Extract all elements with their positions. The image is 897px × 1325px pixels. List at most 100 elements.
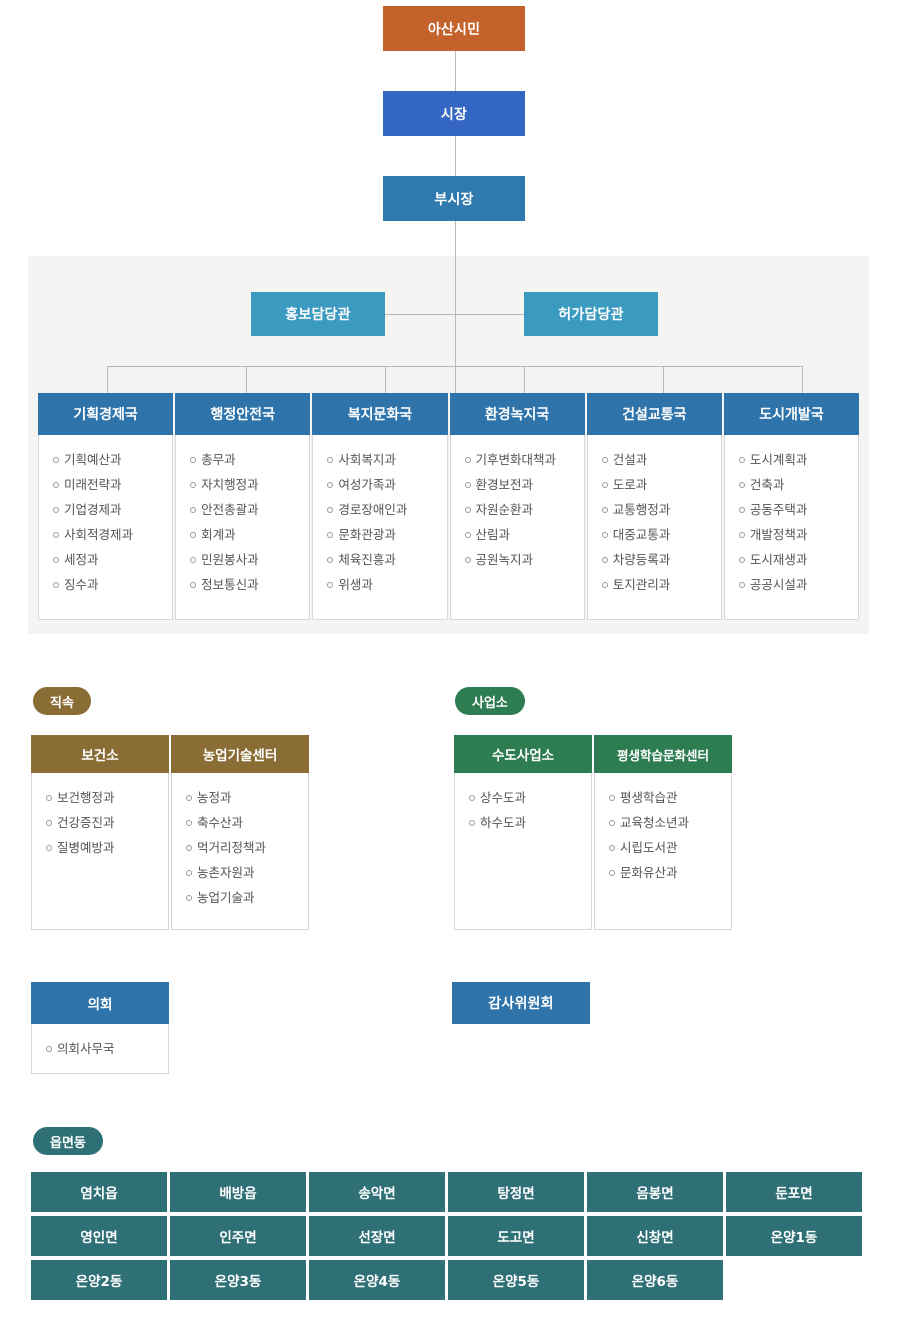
dept-item[interactable]: 경로장애인과 bbox=[327, 497, 446, 522]
dept-item[interactable]: 질병예방과 bbox=[46, 835, 168, 860]
council-body: 의회사무국 bbox=[31, 1024, 169, 1074]
dept-item[interactable]: 자원순환과 bbox=[464, 497, 584, 522]
dept-item[interactable]: 사회적경제과 bbox=[53, 522, 172, 547]
dept-item[interactable]: 산림과 bbox=[464, 522, 584, 547]
dept-item[interactable]: 토지관리과 bbox=[601, 572, 721, 597]
dept-item[interactable]: 도시계획과 bbox=[738, 447, 858, 472]
town-item[interactable]: 탕정면 bbox=[448, 1172, 584, 1212]
town-item[interactable]: 신창면 bbox=[587, 1216, 723, 1256]
dept-item[interactable]: 교통행정과 bbox=[601, 497, 721, 522]
node-vice-mayor-label: 부시장 bbox=[434, 191, 474, 208]
town-item[interactable]: 선장면 bbox=[309, 1216, 445, 1256]
dept-item[interactable]: 도시재생과 bbox=[738, 547, 858, 572]
town-item[interactable]: 영인면 bbox=[31, 1216, 167, 1256]
dept-item[interactable]: 상수도과 bbox=[469, 785, 591, 810]
dept-item[interactable]: 공동주택과 bbox=[738, 497, 858, 522]
connector-officer-left bbox=[385, 314, 457, 315]
office-head-label: 수도사업소 bbox=[491, 748, 555, 764]
dept-item[interactable]: 평생학습관 bbox=[609, 785, 731, 810]
bureau-body-urban: 도시계획과 건축과 공동주택과 개발정책과 도시재생과 공공시설과 bbox=[723, 435, 860, 620]
node-officer-permit-label: 허가담당관 bbox=[558, 307, 624, 323]
pill-towns: 읍면동 bbox=[33, 1127, 103, 1155]
dept-item[interactable]: 자치행정과 bbox=[190, 472, 309, 497]
dept-item[interactable]: 체육진흥과 bbox=[327, 547, 446, 572]
dept-item[interactable]: 기업경제과 bbox=[53, 497, 172, 522]
node-vice-mayor[interactable]: 부시장 bbox=[383, 176, 525, 221]
town-item[interactable]: 둔포면 bbox=[726, 1172, 862, 1212]
dept-item[interactable]: 농업기술과 bbox=[186, 885, 308, 910]
dept-item[interactable]: 공원녹지과 bbox=[464, 547, 584, 572]
dept-item[interactable]: 의회사무국 bbox=[46, 1036, 168, 1061]
dept-item[interactable]: 하수도과 bbox=[469, 810, 591, 835]
dept-item[interactable]: 총무과 bbox=[190, 447, 309, 472]
town-item[interactable]: 송악면 bbox=[309, 1172, 445, 1212]
bureau-head-construction[interactable]: 건설교통국 bbox=[586, 393, 722, 435]
dept-item[interactable]: 문화관광과 bbox=[327, 522, 446, 547]
dept-item[interactable]: 축수산과 bbox=[186, 810, 308, 835]
node-mayor[interactable]: 시장 bbox=[383, 91, 525, 136]
direct-head-agri[interactable]: 농업기술센터 bbox=[171, 735, 309, 773]
bureau-column-4: 환경녹지국 기후변화대책과 환경보전과 자원순환과 산림과 공원녹지과 bbox=[449, 393, 585, 620]
dept-item[interactable]: 보건행정과 bbox=[46, 785, 168, 810]
town-item[interactable]: 인주면 bbox=[170, 1216, 306, 1256]
connector-vice-spine bbox=[455, 221, 456, 393]
dept-item[interactable]: 정보통신과 bbox=[190, 572, 309, 597]
town-item[interactable]: 음봉면 bbox=[587, 1172, 723, 1212]
node-citizen-label: 아산시민 bbox=[427, 21, 481, 38]
town-item[interactable]: 배방읍 bbox=[170, 1172, 306, 1212]
pill-direct-label: 직속 bbox=[50, 695, 74, 711]
dept-item[interactable]: 농촌자원과 bbox=[186, 860, 308, 885]
town-item[interactable]: 온양1동 bbox=[726, 1216, 862, 1256]
dept-item[interactable]: 농정과 bbox=[186, 785, 308, 810]
connector-mayor-vice bbox=[455, 136, 456, 176]
dept-item[interactable]: 건축과 bbox=[738, 472, 858, 497]
dept-item[interactable]: 문화유산과 bbox=[609, 860, 731, 885]
dept-item[interactable]: 세정과 bbox=[53, 547, 172, 572]
node-audit-committee[interactable]: 감사위원회 bbox=[452, 982, 590, 1024]
dept-item[interactable]: 미래전략과 bbox=[53, 472, 172, 497]
town-item[interactable]: 온양5동 bbox=[448, 1260, 584, 1300]
direct-head-health[interactable]: 보건소 bbox=[31, 735, 169, 773]
dept-item[interactable]: 차량등록과 bbox=[601, 547, 721, 572]
dept-item[interactable]: 시립도서관 bbox=[609, 835, 731, 860]
dept-item[interactable]: 기후변화대책과 bbox=[464, 447, 584, 472]
bureau-head-admin[interactable]: 행정안전국 bbox=[175, 393, 311, 435]
office-head-water[interactable]: 수도사업소 bbox=[454, 735, 592, 773]
node-officer-pr[interactable]: 홍보담당관 bbox=[251, 292, 385, 336]
dept-item[interactable]: 개발정책과 bbox=[738, 522, 858, 547]
dept-item[interactable]: 건설과 bbox=[601, 447, 721, 472]
bureau-head-welfare[interactable]: 복지문화국 bbox=[312, 393, 448, 435]
town-item[interactable]: 염치읍 bbox=[31, 1172, 167, 1212]
dept-item[interactable]: 공공시설과 bbox=[738, 572, 858, 597]
dept-item[interactable]: 안전총괄과 bbox=[190, 497, 309, 522]
town-item[interactable]: 도고면 bbox=[448, 1216, 584, 1256]
dept-item[interactable]: 환경보전과 bbox=[464, 472, 584, 497]
bureau-body-welfare: 사회복지과 여성가족과 경로장애인과 문화관광과 체육진흥과 위생과 bbox=[312, 435, 448, 620]
node-officer-permit[interactable]: 허가담당관 bbox=[524, 292, 658, 336]
town-item[interactable]: 온양2동 bbox=[31, 1260, 167, 1300]
office-head-lifelong[interactable]: 평생학습문화센터 bbox=[594, 735, 732, 773]
town-item[interactable]: 온양6동 bbox=[587, 1260, 723, 1300]
dept-item[interactable]: 위생과 bbox=[327, 572, 446, 597]
dept-item[interactable]: 사회복지과 bbox=[327, 447, 446, 472]
connector-bureau-bus bbox=[107, 366, 803, 367]
dept-item[interactable]: 기획예산과 bbox=[53, 447, 172, 472]
bureau-head-planning[interactable]: 기획경제국 bbox=[38, 393, 174, 435]
dept-item[interactable]: 민원봉사과 bbox=[190, 547, 309, 572]
dept-item[interactable]: 도로과 bbox=[601, 472, 721, 497]
dept-item[interactable]: 대중교통과 bbox=[601, 522, 721, 547]
council-head[interactable]: 의회 bbox=[31, 982, 169, 1024]
dept-item[interactable]: 여성가족과 bbox=[327, 472, 446, 497]
bureau-head-environment[interactable]: 환경녹지국 bbox=[449, 393, 585, 435]
dept-item[interactable]: 먹거리정책과 bbox=[186, 835, 308, 860]
bureau-head-urban[interactable]: 도시개발국 bbox=[723, 393, 860, 435]
dept-item[interactable]: 징수과 bbox=[53, 572, 172, 597]
dept-item[interactable]: 교육청소년과 bbox=[609, 810, 731, 835]
town-item[interactable]: 온양3동 bbox=[170, 1260, 306, 1300]
dept-item[interactable]: 회계과 bbox=[190, 522, 309, 547]
node-citizen[interactable]: 아산시민 bbox=[383, 6, 525, 51]
office-group: 수도사업소 상수도과 하수도과 평생학습문화센터 평생학습관 교육청소년과 시립… bbox=[454, 735, 736, 930]
town-item[interactable]: 온양4동 bbox=[309, 1260, 445, 1300]
dept-item[interactable]: 건강증진과 bbox=[46, 810, 168, 835]
direct-head-label: 보건소 bbox=[81, 748, 119, 764]
